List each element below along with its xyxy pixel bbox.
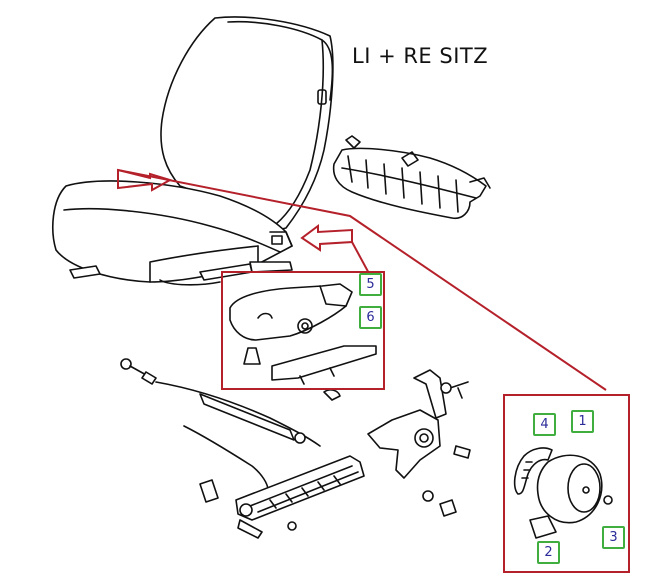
seat-knob-assembly [513,447,613,539]
callout-box-knob [503,394,630,573]
part-number-badge-5: 5 [359,273,382,296]
part-number-badge-2: 2 [537,541,560,564]
callout-highlights [117,168,630,573]
adjuster-mechanism [120,358,471,539]
side-cover-plate [271,345,377,385]
part-number-badge-4: 4 [533,413,556,436]
part-number-badge-1: 1 [571,410,594,433]
part-number-badge-6: 6 [359,306,382,329]
backrest-grille-part [332,135,491,220]
part-number-badge-3: 3 [602,526,625,549]
callout-arrow-right [300,224,353,252]
seat-backrest [160,16,334,233]
side-trim-panel [229,283,353,365]
callout-box-panels [221,271,385,390]
diagram-title: LI + RE SITZ [352,44,489,68]
